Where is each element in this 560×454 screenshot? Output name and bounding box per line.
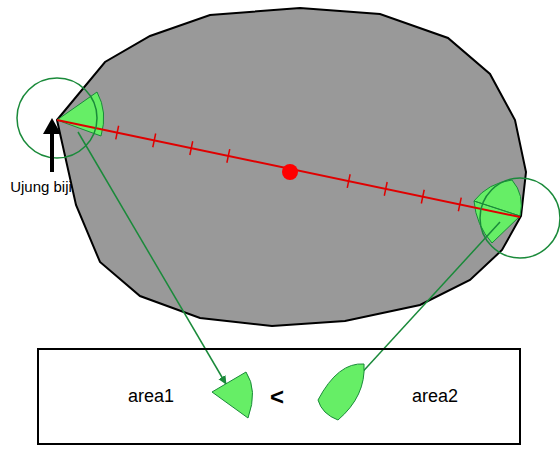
- axis-ticks: [116, 126, 461, 211]
- axis-tick: [227, 149, 230, 163]
- center-dot: [282, 164, 298, 180]
- area-label: area1: [128, 386, 174, 407]
- axis-line: [57, 120, 520, 217]
- tip-circle-left: [17, 78, 97, 158]
- axis-tick: [458, 198, 461, 212]
- area-label: <: [270, 383, 284, 411]
- leader-arrow: [78, 132, 226, 384]
- tip-arrowhead: [43, 118, 61, 134]
- axis-tick: [116, 126, 119, 140]
- axis-tick: [190, 141, 193, 155]
- tip-area-left-copy: [212, 372, 253, 418]
- leader-arrow: [346, 222, 500, 390]
- area-label: area2: [412, 386, 458, 407]
- axis-tick: [153, 134, 156, 148]
- axis-tick: [421, 190, 424, 204]
- legend-box: area1 < area2: [37, 348, 521, 445]
- tip-area-right-copy: [318, 364, 364, 420]
- axis-tick: [384, 182, 387, 196]
- axis-tick: [347, 174, 350, 188]
- tip-circle-right: [480, 178, 560, 258]
- tip-label: Ujung biji: [10, 178, 72, 196]
- tip-arrow: [50, 132, 54, 172]
- seed-shape: [57, 8, 526, 326]
